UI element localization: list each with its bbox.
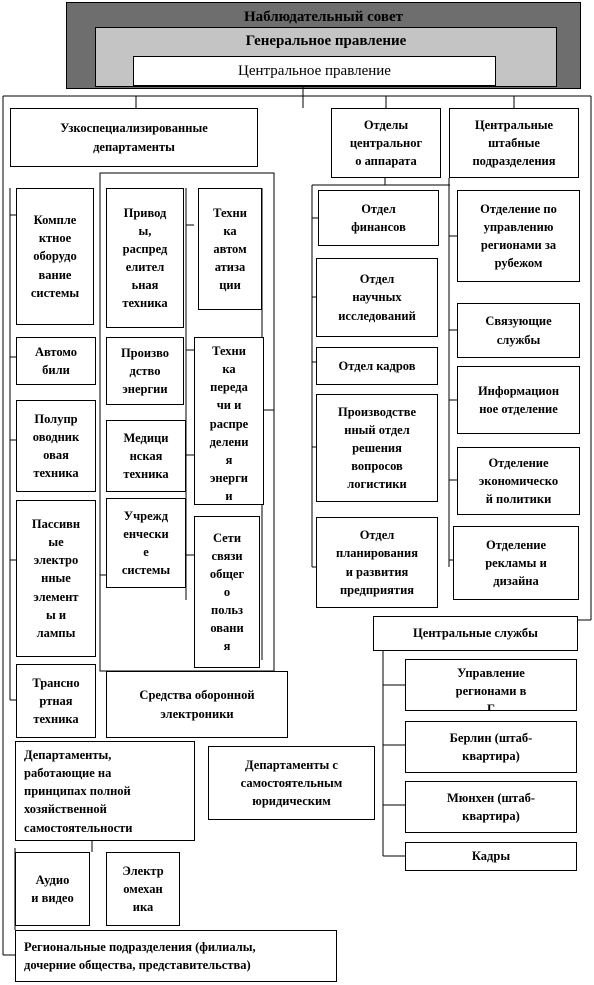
dept-power-generation: Произво дство энергии (106, 337, 184, 405)
dept-transport-label: Трансно ртная техника (32, 675, 80, 727)
dept-semiconductor-label: Полупр оводник овая техника (32, 411, 80, 481)
dept-advertising: Отделение рекламы и дизайна (453, 526, 579, 600)
dept-finance-label: Отдел финансов (351, 201, 406, 234)
dept-audio-video-label: Аудио и видео (31, 872, 74, 905)
specialized-departments-label: Узкоспециализированные департаменты (60, 121, 208, 154)
dept-economic-policy: Отделение экономическо й политики (457, 447, 580, 515)
dept-automobiles-label: Автомо били (34, 344, 78, 377)
dept-planning-label: Отдел планирования и развития предприяти… (336, 528, 418, 597)
dept-components-label: Компле ктное оборудо вание системы (30, 213, 80, 300)
central-services-label: Центральные службы (413, 626, 538, 641)
dept-automation: Техни ка автом атиза ции (198, 188, 262, 310)
dept-self-financing-label: Департаменты, работающие на принципах по… (24, 748, 133, 835)
dept-passive-components-label: Пассивн ые электро нные элемент ы и ламп… (31, 517, 81, 640)
general-board-label: Генеральное правление (245, 33, 407, 49)
dept-personnel-label: Отдел кадров (338, 358, 416, 373)
dept-research: Отдел научных исследований (316, 258, 438, 337)
dept-medical: Медици нская техника (106, 420, 186, 492)
regional-units: Региональные подразделения (филиалы, доч… (15, 930, 337, 982)
cadres-label: Кадры (471, 849, 511, 864)
dept-logistics: Производстве нный отдел решения вопросов… (316, 394, 438, 502)
central-apparatus: Отделы центральног о аппарата (331, 108, 441, 178)
dept-finance: Отдел финансов (318, 190, 439, 246)
dept-planning: Отдел планирования и развития предприяти… (316, 517, 438, 608)
dept-logistics-label: Производстве нный отдел решения вопросов… (337, 404, 416, 492)
central-services: Центральные службы (373, 616, 578, 651)
dept-drives: Привод ы, распред елител ьная техника (106, 188, 184, 328)
dept-institutional: Учрежд енчески е системы (106, 498, 186, 588)
dept-medical-label: Медици нская техника (123, 430, 169, 482)
dept-power-transmission: Техни ка переда чи и распре делени я эне… (194, 337, 264, 505)
dept-passive-components: Пассивн ые электро нные элемент ы и ламп… (16, 500, 96, 657)
dept-institutional-label: Учрежд енчески е системы (121, 508, 171, 578)
dept-electromech: Электр омехан ика (106, 852, 180, 926)
central-board: Центральное правление (133, 56, 496, 86)
office-munich: Мюнхен (штаб- квартира) (405, 781, 577, 833)
dept-audio-video: Аудио и видео (15, 852, 90, 926)
dept-liaison-label: Связующие службы (485, 314, 552, 347)
office-berlin-label: Берлин (штаб- квартира) (449, 730, 533, 763)
regional-units-label: Региональные подразделения (филиалы, доч… (24, 939, 256, 972)
dept-public-networks: Сети связи общег о польз овани я (194, 516, 260, 668)
dept-defense-label: Средства оборонной электроники (139, 688, 255, 721)
dept-information-label: Информацион ное отделение (477, 383, 560, 416)
supervisory-board-label: Наблюдательный совет (243, 9, 404, 25)
dept-legal-entities: Департаменты с самостоятельным юридическ… (208, 746, 375, 820)
office-berlin: Берлин (штаб- квартира) (405, 721, 577, 773)
dept-foreign-regions: Отделение по управлению регионами за руб… (457, 190, 580, 282)
dept-information: Информацион ное отделение (457, 366, 580, 434)
dept-transport: Трансно ртная техника (16, 664, 96, 738)
central-apparatus-label: Отделы центральног о аппарата (349, 117, 423, 169)
regional-management: Управление регионами в Г (405, 659, 577, 711)
dept-drives-label: Привод ы, распред елител ьная техника (122, 205, 168, 311)
dept-electromech-label: Электр омехан ика (122, 863, 164, 915)
dept-public-networks-label: Сети связи общег о польз овани я (209, 530, 245, 654)
central-board-label: Центральное правление (238, 63, 391, 79)
cadres: Кадры (405, 842, 577, 871)
central-staff: Центральные штабные подразделения (449, 108, 579, 178)
dept-advertising-label: Отделение рекламы и дизайна (485, 537, 547, 589)
dept-defense: Средства оборонной электроники (106, 671, 288, 738)
dept-legal-entities-label: Департаменты с самостоятельным юридическ… (240, 757, 343, 809)
dept-economic-policy-label: Отделение экономическо й политики (478, 455, 559, 507)
dept-power-transmission-label: Техни ка переда чи и распре делени я эне… (209, 344, 249, 503)
dept-research-label: Отдел научных исследований (338, 272, 416, 323)
dept-foreign-regions-label: Отделение по управлению регионами за руб… (480, 201, 557, 271)
specialized-departments: Узкоспециализированные департаменты (10, 108, 258, 167)
dept-liaison: Связующие службы (457, 303, 580, 358)
dept-power-generation-label: Произво дство энергии (120, 345, 170, 397)
dept-automation-label: Техни ка автом атиза ции (213, 205, 247, 293)
office-munich-label: Мюнхен (штаб- квартира) (446, 790, 536, 823)
dept-components: Компле ктное оборудо вание системы (16, 188, 94, 325)
central-staff-label: Центральные штабные подразделения (472, 117, 556, 169)
dept-self-financing: Департаменты, работающие на принципах по… (15, 741, 195, 841)
dept-semiconductor: Полупр оводник овая техника (16, 400, 96, 492)
dept-automobiles: Автомо били (16, 337, 96, 385)
regional-management-label: Управление регионами в Г (455, 666, 527, 711)
dept-personnel: Отдел кадров (316, 347, 438, 385)
